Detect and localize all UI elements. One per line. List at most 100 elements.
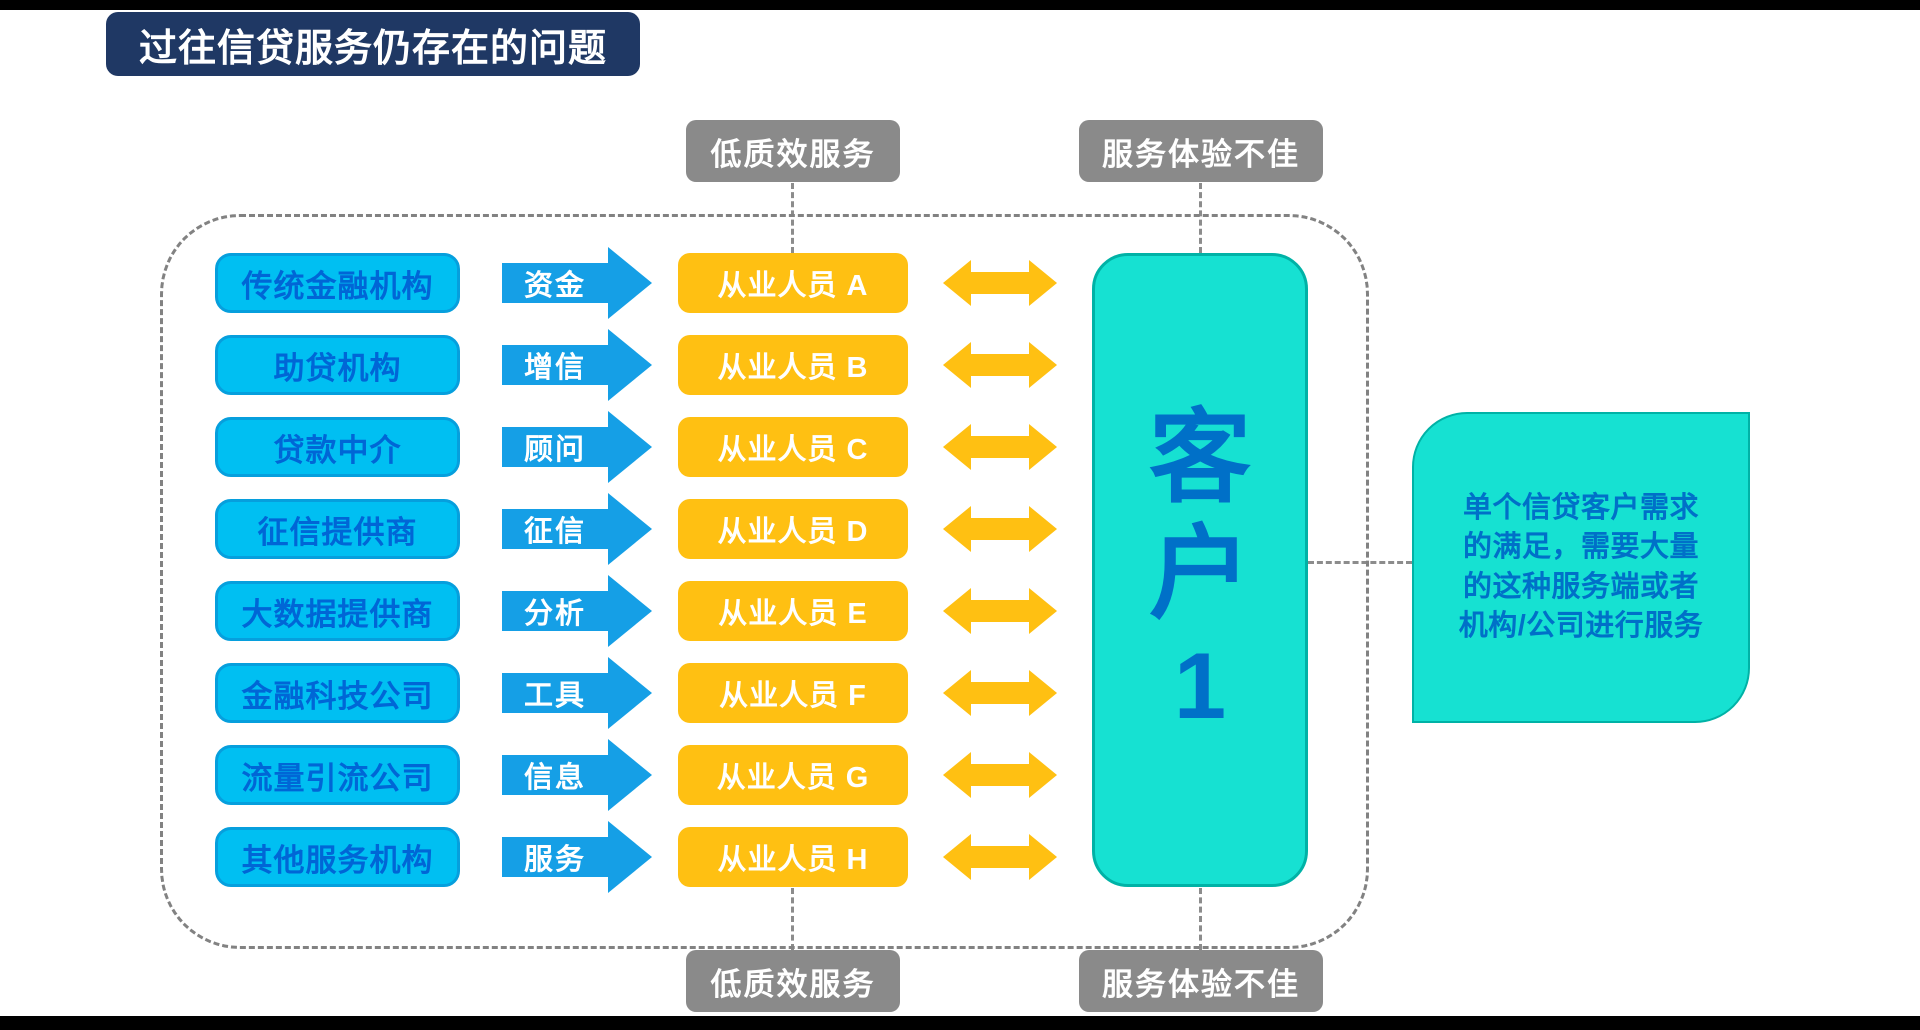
exchange-arrow-icon — [943, 342, 1057, 388]
customer-number: 1 — [1173, 633, 1227, 738]
letterbox-bottom — [0, 1016, 1920, 1030]
arrow-right-head — [1029, 424, 1057, 470]
org-box: 流量引流公司 — [215, 745, 460, 805]
flow-arrow-icon: 信息 — [502, 739, 652, 811]
flow-arrow-icon: 增信 — [502, 329, 652, 401]
worker-box: 从业人员 E — [678, 581, 908, 641]
exchange-arrow-icon — [943, 424, 1057, 470]
worker-box: 从业人员 G — [678, 745, 908, 805]
boundary-dashed-box — [160, 214, 1369, 949]
service-row: 大数据提供商 分析 从业人员 E — [0, 575, 1920, 647]
arrow-right-head — [1029, 834, 1057, 880]
flow-arrow-icon: 分析 — [502, 575, 652, 647]
worker-box: 从业人员 H — [678, 827, 908, 887]
exchange-arrow-icon — [943, 260, 1057, 306]
arrow-left-head — [943, 588, 971, 634]
arrow-right-head — [1029, 752, 1057, 798]
dashed-connector-note — [1308, 561, 1412, 564]
arrow-left-head — [943, 670, 971, 716]
dashed-connector-top-left — [791, 183, 794, 253]
flow-arrow-label: 服务 — [502, 837, 608, 877]
arrow-shaft — [971, 272, 1029, 294]
flow-arrow-head — [608, 411, 652, 483]
flow-arrow-icon: 顾问 — [502, 411, 652, 483]
worker-box: 从业人员 A — [678, 253, 908, 313]
customer-char: 户 — [1149, 517, 1251, 631]
note-line: 机构/公司进行服务 — [1458, 609, 1704, 642]
service-row: 流量引流公司 信息 从业人员 G — [0, 739, 1920, 811]
flow-arrow-head — [608, 739, 652, 811]
service-row: 贷款中介 顾问 从业人员 C — [0, 411, 1920, 483]
flow-arrow-head — [608, 657, 652, 729]
flow-arrow-icon: 资金 — [502, 247, 652, 319]
flow-arrow-label: 征信 — [502, 509, 608, 549]
worker-box: 从业人员 F — [678, 663, 908, 723]
arrow-shaft — [971, 600, 1029, 622]
flow-arrow-head — [608, 575, 652, 647]
service-row: 其他服务机构 服务 从业人员 H — [0, 821, 1920, 893]
org-box: 传统金融机构 — [215, 253, 460, 313]
arrow-right-head — [1029, 670, 1057, 716]
org-box: 金融科技公司 — [215, 663, 460, 723]
arrow-shaft — [971, 436, 1029, 458]
flow-arrow-head — [608, 247, 652, 319]
flow-arrow-label: 信息 — [502, 755, 608, 795]
arrow-right-head — [1029, 342, 1057, 388]
arrow-left-head — [943, 752, 971, 798]
worker-box: 从业人员 C — [678, 417, 908, 477]
org-box: 助贷机构 — [215, 335, 460, 395]
arrow-left-head — [943, 834, 971, 880]
exchange-arrow-icon — [943, 588, 1057, 634]
note-line: 的满足，需要大量 — [1462, 531, 1699, 564]
arrow-shaft — [971, 354, 1029, 376]
dashed-connector-bottom-right — [1199, 888, 1202, 950]
arrow-right-head — [1029, 260, 1057, 306]
exchange-arrow-icon — [943, 670, 1057, 716]
slide-title: 过往信贷服务仍存在的问题 — [106, 12, 640, 76]
exchange-arrow-icon — [943, 834, 1057, 880]
arrow-shaft — [971, 682, 1029, 704]
dashed-connector-top-right — [1199, 183, 1202, 253]
arrow-left-head — [943, 424, 971, 470]
service-row: 征信提供商 征信 从业人员 D — [0, 493, 1920, 565]
arrow-left-head — [943, 506, 971, 552]
arrow-left-head — [943, 260, 971, 306]
service-row: 助贷机构 增信 从业人员 B — [0, 329, 1920, 401]
badge-poor-experience-bottom: 服务体验不佳 — [1079, 950, 1323, 1012]
org-box: 征信提供商 — [215, 499, 460, 559]
worker-box: 从业人员 B — [678, 335, 908, 395]
flow-arrow-label: 顾问 — [502, 427, 608, 467]
org-box: 其他服务机构 — [215, 827, 460, 887]
arrow-left-head — [943, 342, 971, 388]
arrow-shaft — [971, 518, 1029, 540]
flow-arrow-label: 工具 — [502, 673, 608, 713]
flow-arrow-icon: 服务 — [502, 821, 652, 893]
worker-box: 从业人员 D — [678, 499, 908, 559]
dashed-connector-bottom-left — [791, 888, 794, 950]
flow-arrow-label: 增信 — [502, 345, 608, 385]
arrow-shaft — [971, 846, 1029, 868]
arrow-right-head — [1029, 506, 1057, 552]
note-line: 单个信贷客户需求 — [1462, 492, 1699, 525]
letterbox-top — [0, 0, 1920, 10]
service-row: 传统金融机构 资金 从业人员 A — [0, 247, 1920, 319]
note-line: 的这种服务端或者 — [1462, 570, 1699, 603]
flow-arrow-icon: 征信 — [502, 493, 652, 565]
flow-arrow-icon: 工具 — [502, 657, 652, 729]
service-row: 金融科技公司 工具 从业人员 F — [0, 657, 1920, 729]
flow-arrow-label: 分析 — [502, 591, 608, 631]
exchange-arrow-icon — [943, 752, 1057, 798]
customer-char: 客 — [1149, 401, 1251, 515]
exchange-arrow-icon — [943, 506, 1057, 552]
flow-arrow-head — [608, 821, 652, 893]
org-box: 大数据提供商 — [215, 581, 460, 641]
arrow-shaft — [971, 764, 1029, 786]
badge-low-quality-service-top: 低质效服务 — [686, 120, 900, 182]
org-box: 贷款中介 — [215, 417, 460, 477]
badge-low-quality-service-bottom: 低质效服务 — [686, 950, 900, 1012]
flow-arrow-head — [608, 493, 652, 565]
badge-poor-experience-top: 服务体验不佳 — [1079, 120, 1323, 182]
customer-box: 客 户 1 — [1092, 253, 1308, 887]
flow-arrow-label: 资金 — [502, 263, 608, 303]
note-card: 单个信贷客户需求 的满足，需要大量 的这种服务端或者 机构/公司进行服务 — [1412, 412, 1750, 723]
